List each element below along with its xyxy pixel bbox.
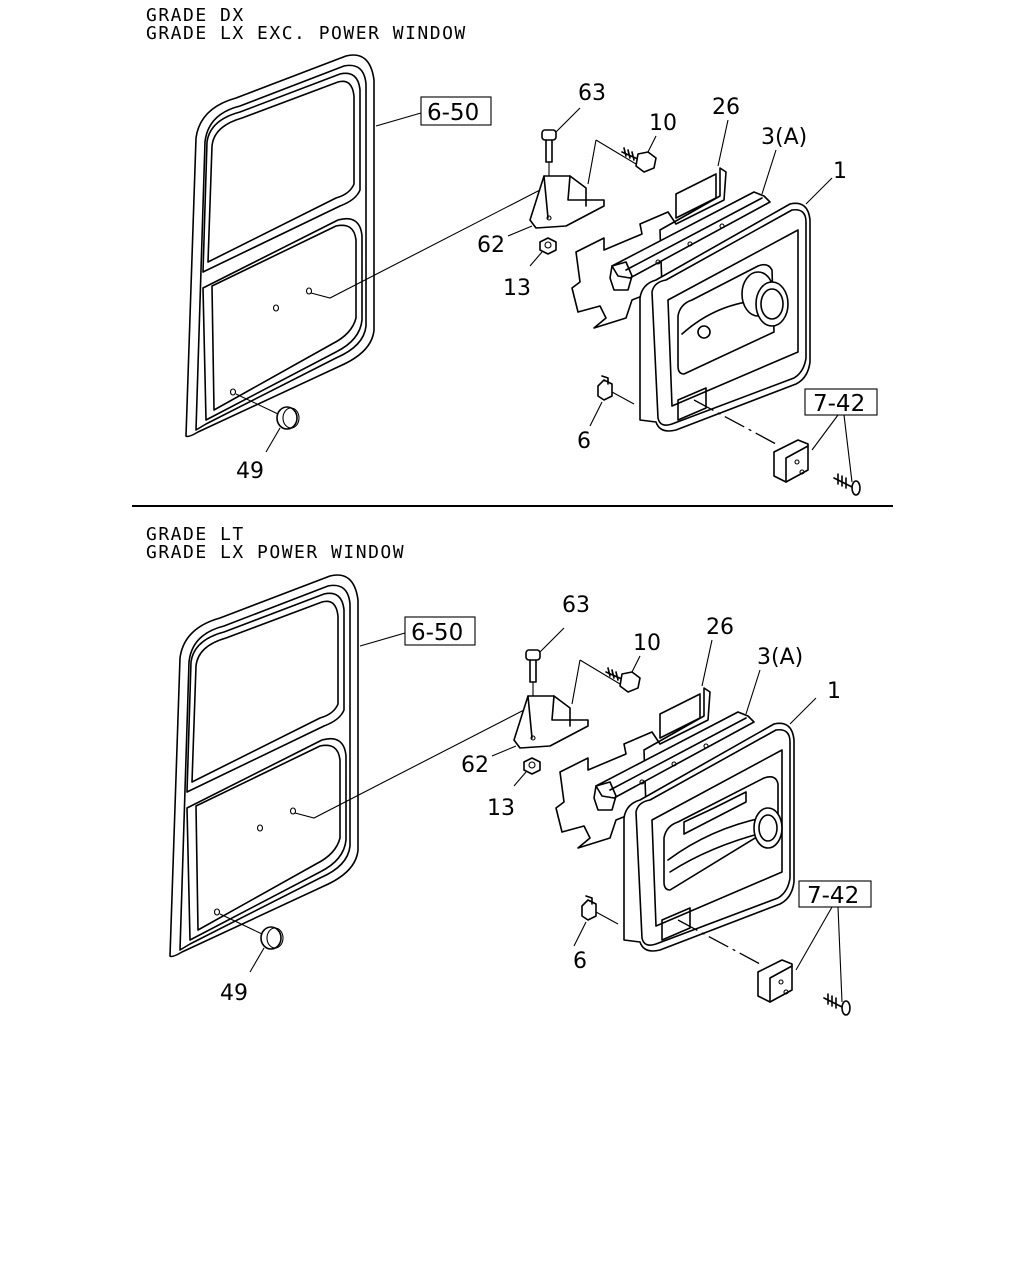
plug-49 [260,926,284,950]
callout-3a: 3(A) [757,645,803,670]
nut-13 [539,237,557,255]
section-lower: GRADE LT GRADE LX POWER WINDOW 6-50 [146,524,872,1016]
rail-3a [609,191,771,291]
callout-1: 1 [827,679,841,704]
section-header-line1: GRADE LT [146,524,245,545]
section-header-line1: GRADE DX [146,5,245,26]
screw-10 [621,147,657,173]
tapping-screw [833,473,861,496]
callout-10: 10 [649,111,677,136]
door-panel [185,54,375,438]
callout-26: 26 [706,615,734,640]
reference-hinge-label: 7-42 [813,391,865,417]
reference-door-label: 6-50 [411,620,463,646]
door-trim-panel-1 [639,202,811,432]
callout-13: 13 [487,796,515,821]
nut-13 [523,757,541,775]
callout-63: 63 [562,593,590,618]
door-trim-panel-1 [623,722,795,952]
plug-49 [276,406,300,430]
callout-63: 63 [578,81,606,106]
callout-49: 49 [220,981,248,1006]
bracket-62 [529,175,605,229]
clip-6 [597,375,613,401]
reference-box-hinge[interactable]: 7-42 [804,388,878,417]
section-header-line2: GRADE LX EXC. POWER WINDOW [146,23,467,44]
clip-6 [581,895,597,921]
reference-box-door[interactable]: 6-50 [420,96,492,126]
reference-door-label: 6-50 [427,100,479,126]
reference-box-door[interactable]: 6-50 [404,616,476,646]
tapping-screw [823,993,851,1016]
callout-1: 1 [833,159,847,184]
callout-6: 6 [573,949,587,974]
callout-6: 6 [577,429,591,454]
callout-62: 62 [461,753,489,778]
callout-3a: 3(A) [761,125,807,150]
rail-3a [593,711,755,811]
callout-13: 13 [503,276,531,301]
callout-49: 49 [236,459,264,484]
callout-10: 10 [633,631,661,656]
reference-hinge-label: 7-42 [807,883,859,909]
callout-62: 62 [477,233,505,258]
section-header-line2: GRADE LX POWER WINDOW [146,542,405,563]
bracket-62 [513,695,589,749]
door-panel [169,574,359,958]
callout-26: 26 [712,95,740,120]
hinge-block [773,439,809,483]
section-upper: GRADE DX GRADE LX EXC. POWER WINDOW 6-50 [146,5,878,496]
screw-10 [605,667,641,693]
hinge-block [757,959,793,1003]
reference-box-hinge[interactable]: 7-42 [798,880,872,909]
